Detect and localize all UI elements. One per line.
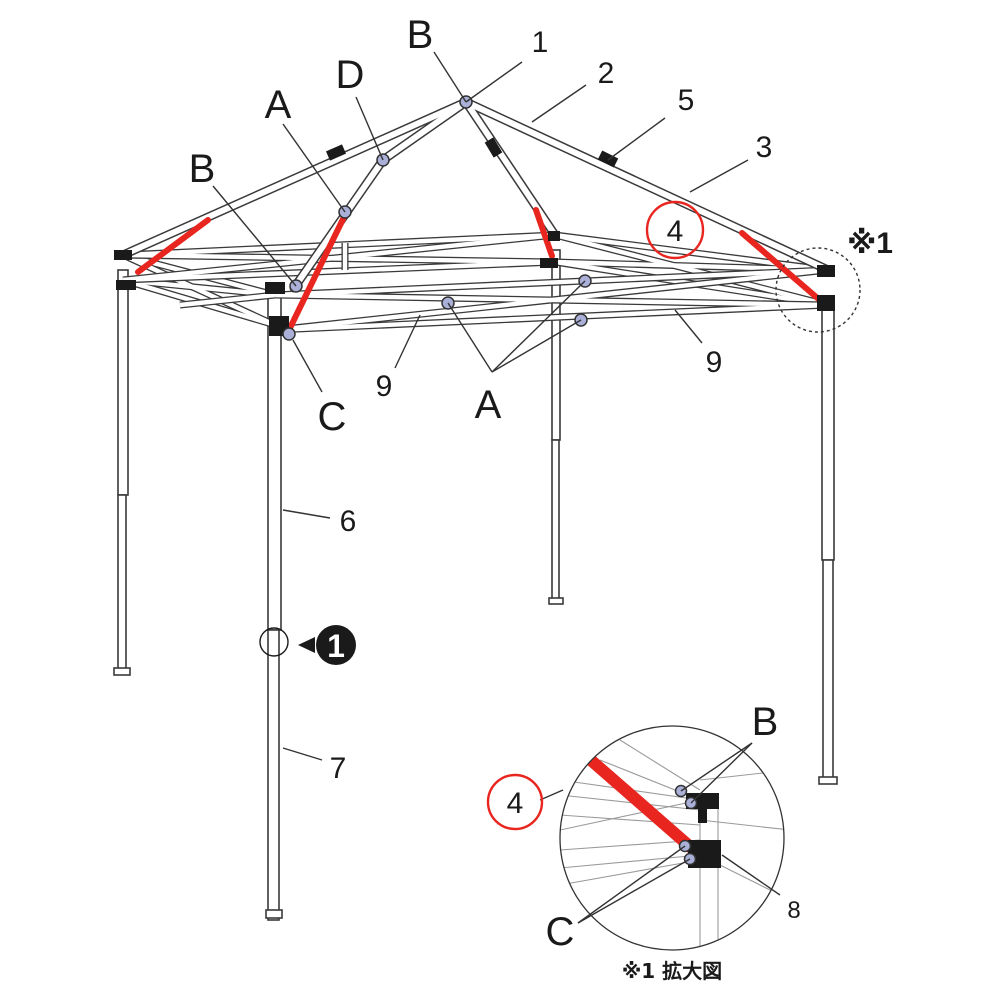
label-c-main: C (318, 395, 347, 439)
main-labels: B 1 2 5 3 4 D A B C 9 A 9 6 7 ※1 (189, 13, 893, 785)
label-4: 4 (667, 215, 684, 248)
inset-border (559, 725, 785, 951)
label-9-right: 9 (706, 346, 723, 379)
leg-marker: 1 (259, 625, 356, 665)
label-6: 6 (340, 505, 357, 538)
leg-back-left (113, 269, 131, 676)
red-strut-back-left (135, 217, 211, 275)
inset-highlight-circle-4 (486, 773, 544, 831)
inset-label-c: C (546, 910, 575, 954)
inset-label-8: 8 (787, 897, 800, 924)
perimeter-truss (121, 231, 829, 334)
label-1: 1 (532, 26, 549, 59)
leg-ring (259, 627, 289, 657)
label-ref-mark: ※1 (847, 227, 893, 260)
label-b-peak: B (407, 13, 434, 57)
leg-back-right (548, 249, 564, 605)
inset-label-b: B (752, 700, 779, 744)
red-strut-back-right (533, 207, 555, 259)
label-a-top: A (265, 83, 292, 127)
label-5: 5 (678, 84, 695, 117)
label-a-bottom: A (475, 383, 502, 427)
label-d: D (336, 53, 365, 97)
label-7: 7 (330, 752, 347, 785)
red-strut-front-left (287, 212, 348, 331)
joint-c-corner (282, 327, 296, 341)
circled-number-text: 1 (327, 628, 345, 664)
label-2: 2 (598, 57, 615, 90)
label-3: 3 (756, 131, 773, 164)
leg-front-left (265, 289, 283, 921)
red-strut-front-right (739, 230, 825, 305)
red-support-struts (135, 207, 825, 331)
label-9-left: 9 (376, 370, 393, 403)
detail-inset: 4 B C 8 ※1 拡大図 (486, 700, 801, 983)
highlight-circle-4 (645, 200, 705, 260)
leg-front-right (818, 299, 838, 785)
label-b-left: B (189, 147, 216, 191)
inset-caption: ※1 拡大図 (622, 959, 722, 983)
leader-lines (212, 51, 749, 761)
circled-number-arrow-icon (298, 637, 315, 653)
inset-label-4: 4 (507, 787, 524, 820)
circled-number-badge (316, 625, 356, 665)
detail-callout-circle (775, 247, 861, 333)
